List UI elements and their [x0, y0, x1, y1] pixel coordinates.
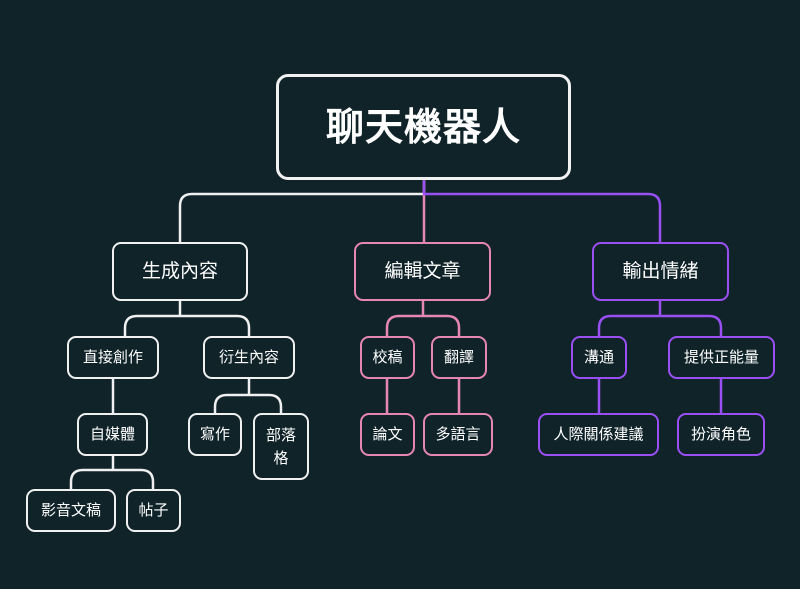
edge-edit-children — [385, 299, 461, 338]
node-av-script: 影音文稿 — [26, 489, 116, 532]
node-role-play: 扮演角色 — [677, 413, 765, 456]
positive-energy-label: 提供正能量 — [683, 348, 759, 367]
edge-root-generate — [178, 178, 426, 244]
communicate-label: 溝通 — [583, 348, 614, 367]
blog-label-line1: 部落 — [265, 426, 296, 444]
node-communicate: 溝通 — [571, 336, 627, 379]
multilingual-label: 多語言 — [435, 425, 481, 444]
node-blog: 部落 格 — [253, 413, 309, 480]
root-node: 聊天機器人 — [276, 74, 571, 180]
branch-edit-article: 編輯文章 — [354, 242, 491, 301]
translate-label: 翻譯 — [443, 348, 474, 367]
branch-generate-label: 生成內容 — [141, 260, 218, 283]
branch-emotion-label: 輸出情緒 — [622, 260, 699, 283]
self-media-label: 自媒體 — [89, 425, 135, 444]
branch-output-emotion: 輸出情緒 — [592, 242, 729, 301]
node-proofread: 校稿 — [360, 336, 415, 379]
node-translate: 翻譯 — [431, 336, 487, 379]
relationship-advice-label: 人際關係建議 — [553, 425, 644, 444]
node-positive-energy: 提供正能量 — [668, 336, 775, 379]
post-label: 帖子 — [138, 501, 169, 520]
edge-root-emotion — [422, 178, 662, 244]
node-self-media: 自媒體 — [77, 413, 148, 456]
node-thesis: 論文 — [360, 413, 415, 456]
node-post: 帖子 — [126, 489, 181, 532]
node-writing: 寫作 — [188, 413, 242, 456]
av-script-label: 影音文稿 — [40, 501, 101, 520]
node-multilingual: 多語言 — [423, 413, 493, 456]
proofread-label: 校稿 — [372, 348, 403, 367]
writing-label: 寫作 — [199, 425, 230, 444]
edge-selfmedia-children — [69, 454, 155, 491]
branch-generate-content: 生成內容 — [112, 242, 248, 301]
root-label: 聊天機器人 — [325, 104, 521, 149]
edge-generate-children — [123, 299, 251, 338]
direct-creation-label: 直接創作 — [82, 348, 143, 367]
branch-edit-label: 編輯文章 — [384, 260, 461, 283]
node-direct-creation: 直接創作 — [67, 336, 159, 379]
edge-derive-children — [213, 377, 283, 415]
edge-emotion-children — [597, 299, 723, 338]
node-derived-content: 衍生內容 — [203, 336, 295, 379]
node-relationship-advice: 人際關係建議 — [538, 413, 659, 456]
derived-content-label: 衍生內容 — [218, 348, 279, 367]
blog-label-line2: 格 — [273, 448, 289, 467]
thesis-label: 論文 — [372, 425, 403, 444]
role-play-label: 扮演角色 — [690, 425, 751, 444]
